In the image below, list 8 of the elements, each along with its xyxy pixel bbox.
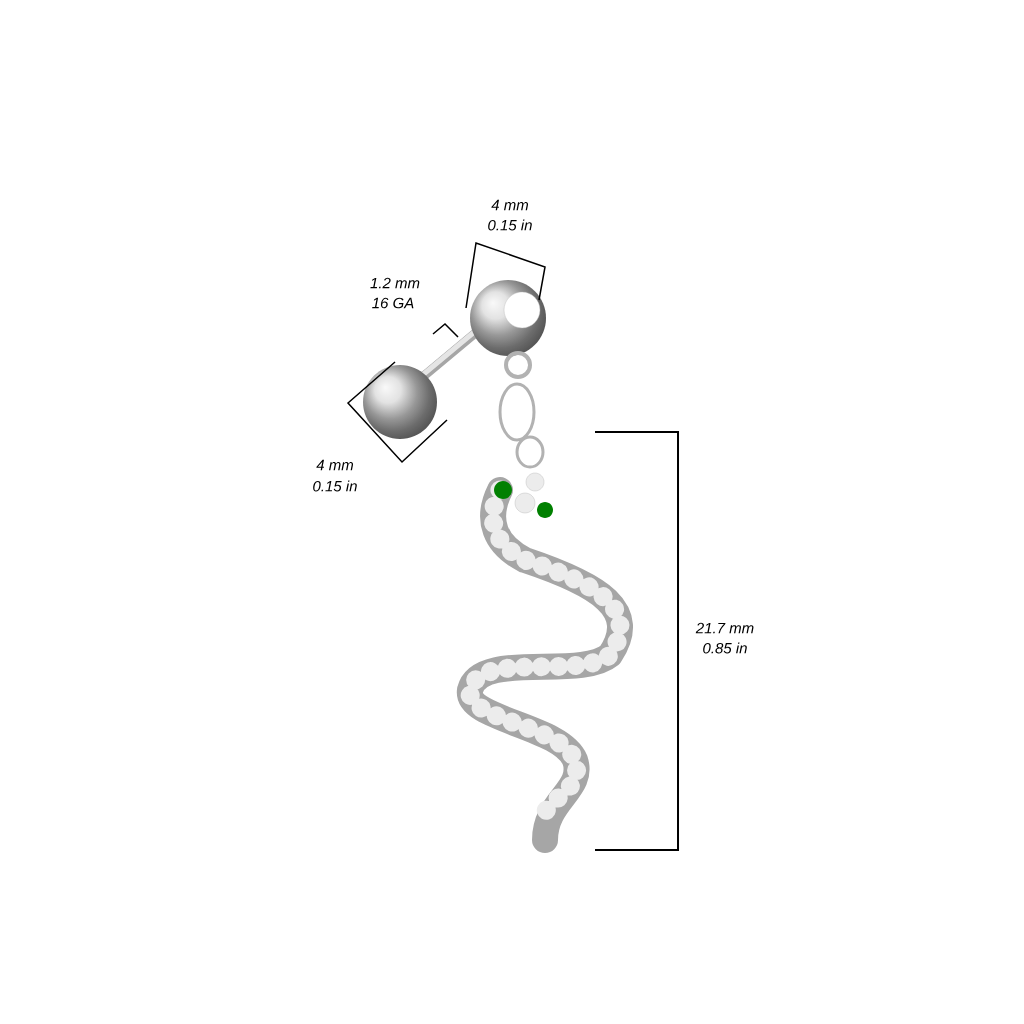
dimension-label: 0.85 in	[703, 642, 747, 654]
dimension-label: 16 GA	[372, 297, 414, 309]
dimension-label: 0.15 in	[313, 480, 357, 492]
dimension-label: 4 mm	[491, 199, 529, 211]
dimension-label: 0.15 in	[488, 219, 532, 231]
dimension-label: 4 mm	[316, 459, 354, 471]
dimension-label: 21.7 mm	[695, 622, 754, 634]
dimension-label: 1.2 mm	[370, 277, 420, 289]
